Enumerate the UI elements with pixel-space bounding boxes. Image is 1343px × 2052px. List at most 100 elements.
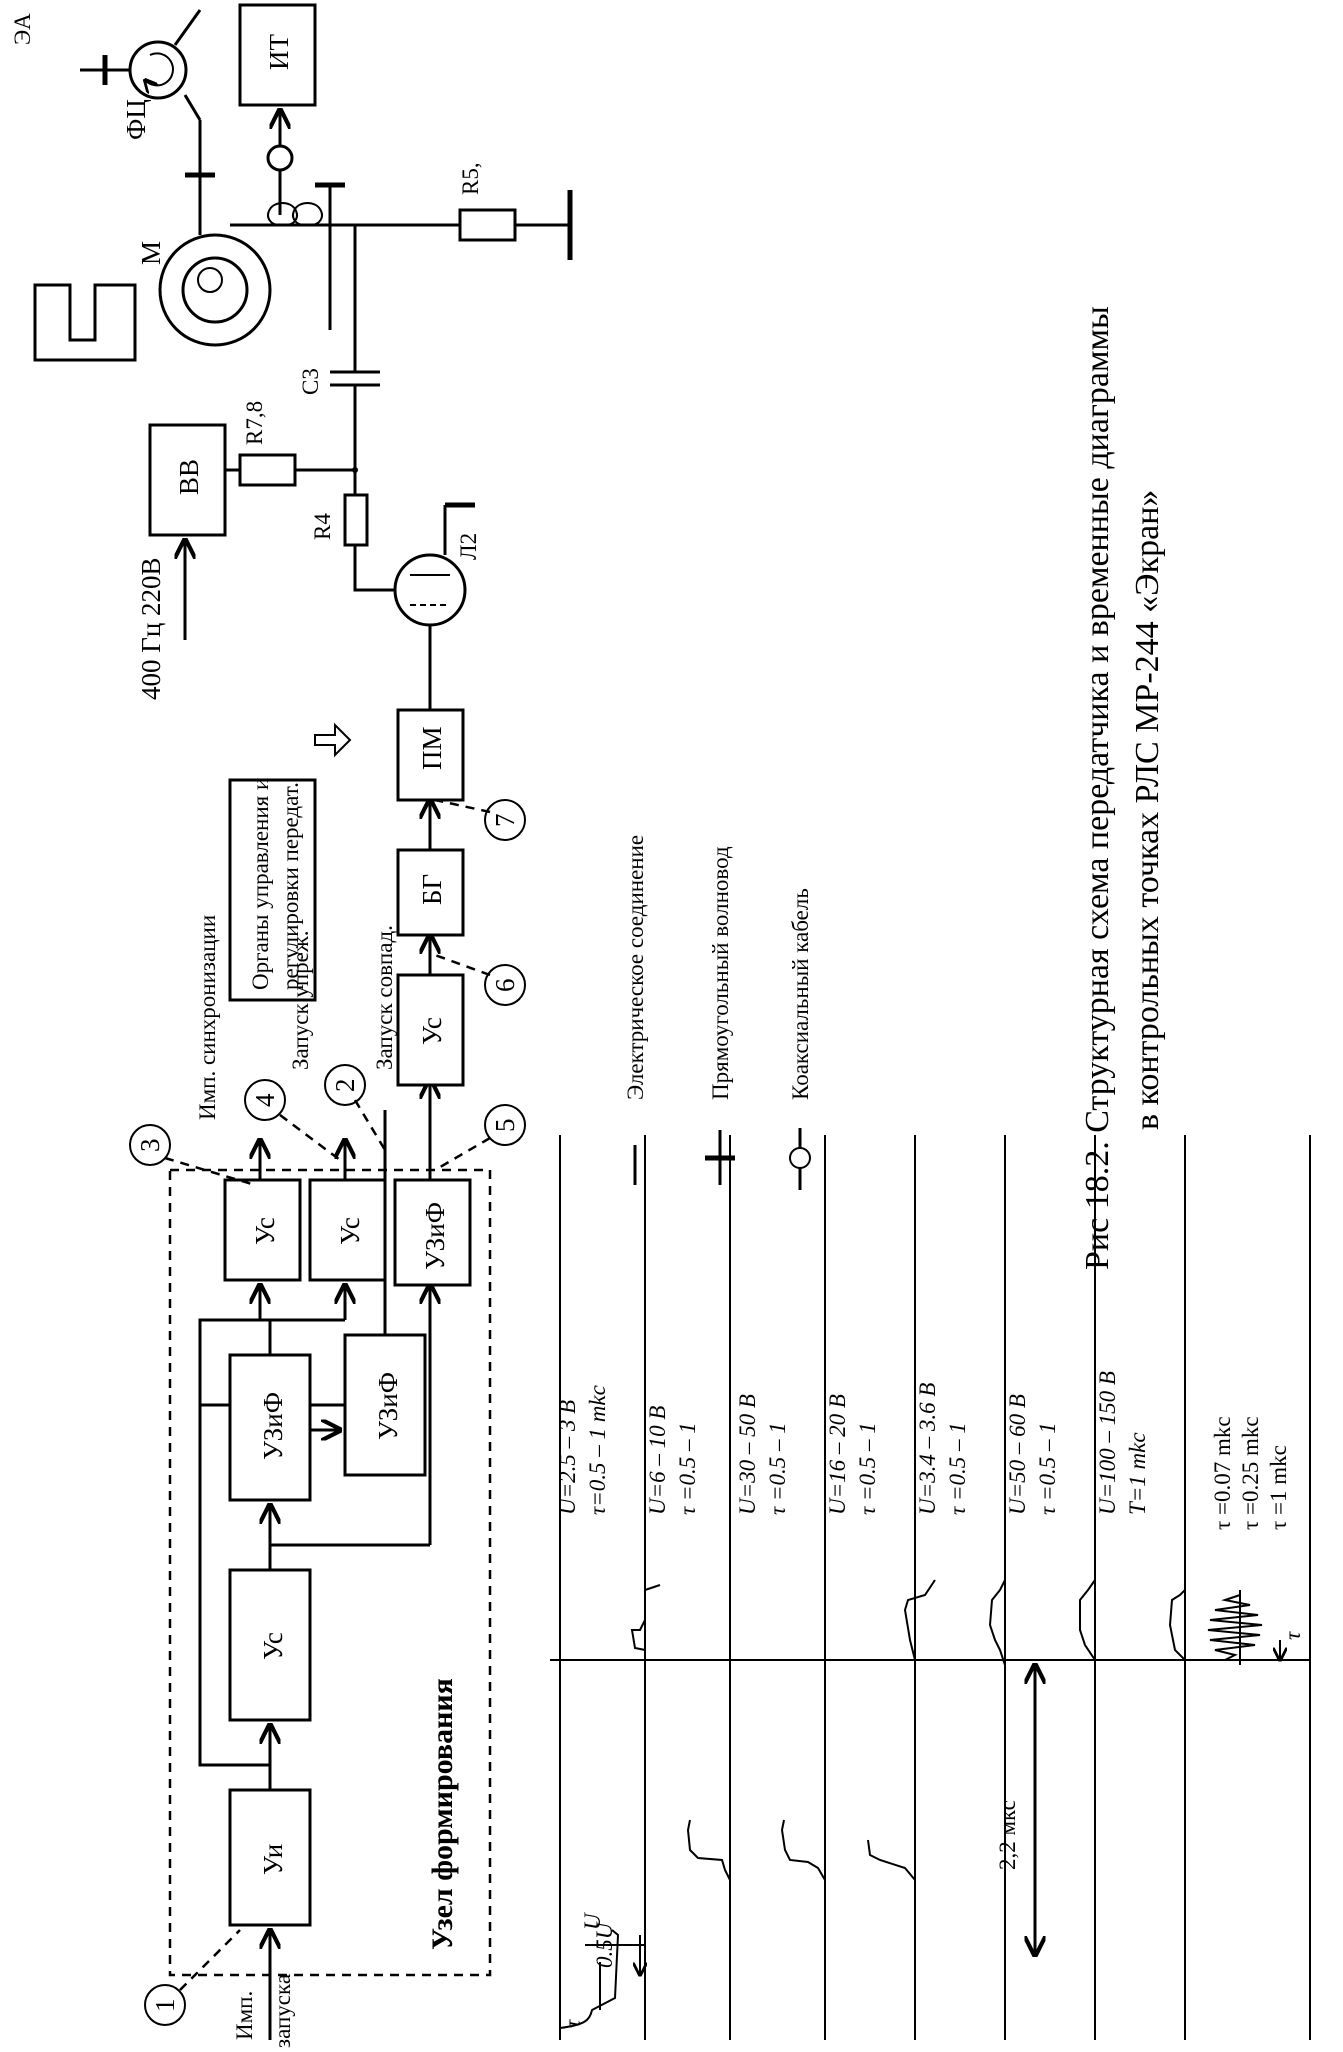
top-bus (198, 1318, 345, 1405)
row8-l2: τ =0.25 mkc (1238, 1416, 1263, 1530)
block-it (238, 3, 317, 107)
legend-waveguide-label: Прямоугольный волновод (708, 846, 733, 1100)
controls-arrow (314, 722, 352, 758)
row6-l1: U=50 – 60 В (1005, 1394, 1030, 1515)
timing-diagram: τ 0.5U U τ 2,2 мкс U=2.5 – 3 В τ=0.5 – 1… (550, 1135, 1311, 2040)
l2-to-r4 (353, 545, 395, 592)
row8-l1: τ =0.07 mkc (1210, 1416, 1235, 1530)
resistor-r4 (343, 493, 369, 547)
point-6-link (434, 953, 491, 977)
magnetron-outer (158, 233, 272, 347)
rf-tau: τ (1280, 1631, 1305, 1640)
block-bg (396, 848, 465, 937)
magnet-shape (33, 283, 137, 362)
point-5-circle (484, 1104, 526, 1146)
point-5-link (434, 1136, 491, 1172)
legend: Электрическое соединение Прямоугольный в… (623, 835, 813, 1190)
row4-left-pulse (780, 1819, 826, 1881)
delay-label: 2,2 мкс (995, 1800, 1020, 1870)
block-us-sync (223, 1178, 302, 1282)
row1-half-u: 0.5U (592, 1921, 617, 1968)
point-1-label: 1 (150, 1999, 180, 2013)
row1-pulse (559, 1929, 620, 2035)
imp-launch-label-1: Имп. (232, 1991, 257, 2040)
rf-burst-wave (1207, 1594, 1263, 1661)
point-2-label: 2 (330, 1079, 360, 1093)
row8-right-pulse (1168, 1589, 1186, 1661)
row4b-left-pulse (867, 1839, 916, 1881)
point-1-circle (144, 1984, 186, 2026)
resistor-r78 (238, 453, 297, 487)
row7-l1: U=100 – 150 В (1095, 1371, 1120, 1515)
fc-link (183, 94, 202, 121)
block-uzif-b-label: УЗиФ (373, 1372, 403, 1440)
block-uzif-a (228, 1353, 312, 1502)
row4-l1: U=16 – 20 В (825, 1394, 850, 1515)
row4-l2: τ =0.5 – 1 (855, 1422, 880, 1515)
block-us-coinc-label: Ус (417, 1017, 447, 1045)
row3-l1: U=30 – 50 В (735, 1394, 760, 1515)
row6-l2: τ =0.5 – 1 (1035, 1422, 1060, 1515)
controls-label-2: регулировки передат. (278, 782, 303, 990)
point-1-link (179, 1929, 241, 1991)
ea-label: ЭА (10, 13, 35, 45)
magnetron-inner (181, 256, 249, 324)
row7-l2: T=1 mkc (1125, 1432, 1150, 1515)
point-4-label: 4 (250, 1093, 280, 1107)
block-vv-label: ВВ (174, 459, 204, 495)
point-3-circle (129, 1124, 171, 1166)
r78-label: R7,8 (242, 401, 267, 445)
point-4-link (279, 1114, 341, 1161)
block-us-1 (228, 1568, 312, 1722)
block-uzif-c-label: УЗиФ (420, 1202, 450, 1270)
caption-line-1: Рис 18.2. Структурная схема передатчика … (1079, 306, 1116, 1270)
point-2-link (353, 1099, 387, 1151)
row2-right-pulse (630, 1584, 661, 1660)
block-controls (228, 778, 317, 1002)
block-us-warn-label: Ус (335, 1217, 365, 1245)
row8-l3: τ =1 mkc (1266, 1445, 1291, 1530)
coil-1 (267, 202, 298, 226)
launch-warn-label: Запуск упреж. (288, 930, 313, 1070)
circulator-fc (128, 40, 188, 100)
power-label: 400 Гц 220В (136, 557, 166, 700)
caption-line-2: в контрольных точках РЛС МР-244 «Экран» (1129, 490, 1166, 1130)
row5-right-pulse (903, 1579, 936, 1661)
point-4-circle (244, 1079, 286, 1121)
block-uzif-c (393, 1178, 472, 1287)
point-6-circle (484, 964, 526, 1006)
forming-node-frame (168, 1168, 492, 1977)
r5-label: R5, (458, 162, 483, 195)
row1-l2: τ=0.5 – 1 mkc (585, 1385, 610, 1515)
fc-label: ФЦ (121, 99, 151, 140)
block-uzif-b (343, 1333, 427, 1477)
legend-coax-label: Коаксиальный кабель (788, 888, 813, 1100)
legend-coax-circle (789, 1147, 811, 1169)
magnetron-core (197, 267, 223, 293)
rf-burst: τ (1207, 1590, 1305, 1665)
point-7-label: 7 (490, 814, 520, 828)
junction-node (352, 467, 358, 473)
coax-symbol (266, 144, 294, 172)
block-us-1-label: Ус (258, 1632, 288, 1660)
row1-u: U (580, 1912, 605, 1930)
block-ui-label: Уи (258, 1844, 288, 1875)
row2-l2: τ =0.5 – 1 (675, 1422, 700, 1515)
legend-electrical-label: Электрическое соединение (623, 835, 648, 1100)
point-7-circle (484, 799, 526, 841)
m-label: М (136, 241, 166, 265)
imp-launch-label-2: запуска (270, 1974, 295, 2048)
block-pm-label: ПМ (417, 726, 447, 770)
block-bg-label: БГ (417, 874, 447, 905)
row1-l1: U=2.5 – 3 В (555, 1400, 580, 1515)
row3-l2: τ =0.5 – 1 (765, 1422, 790, 1515)
block-uzif-a-label: УЗиФ (258, 1392, 288, 1460)
row5-l2: τ =0.5 – 1 (945, 1422, 970, 1515)
point-3-label: 3 (135, 1139, 165, 1153)
circulator-arrow (145, 52, 174, 85)
figure-caption: Рис 18.2. Структурная схема передатчика … (1079, 306, 1166, 1270)
imp-sync-label: Имп. синхронизации (195, 915, 220, 1120)
point-5-label: 5 (490, 1119, 520, 1133)
point-7-link (434, 798, 491, 814)
